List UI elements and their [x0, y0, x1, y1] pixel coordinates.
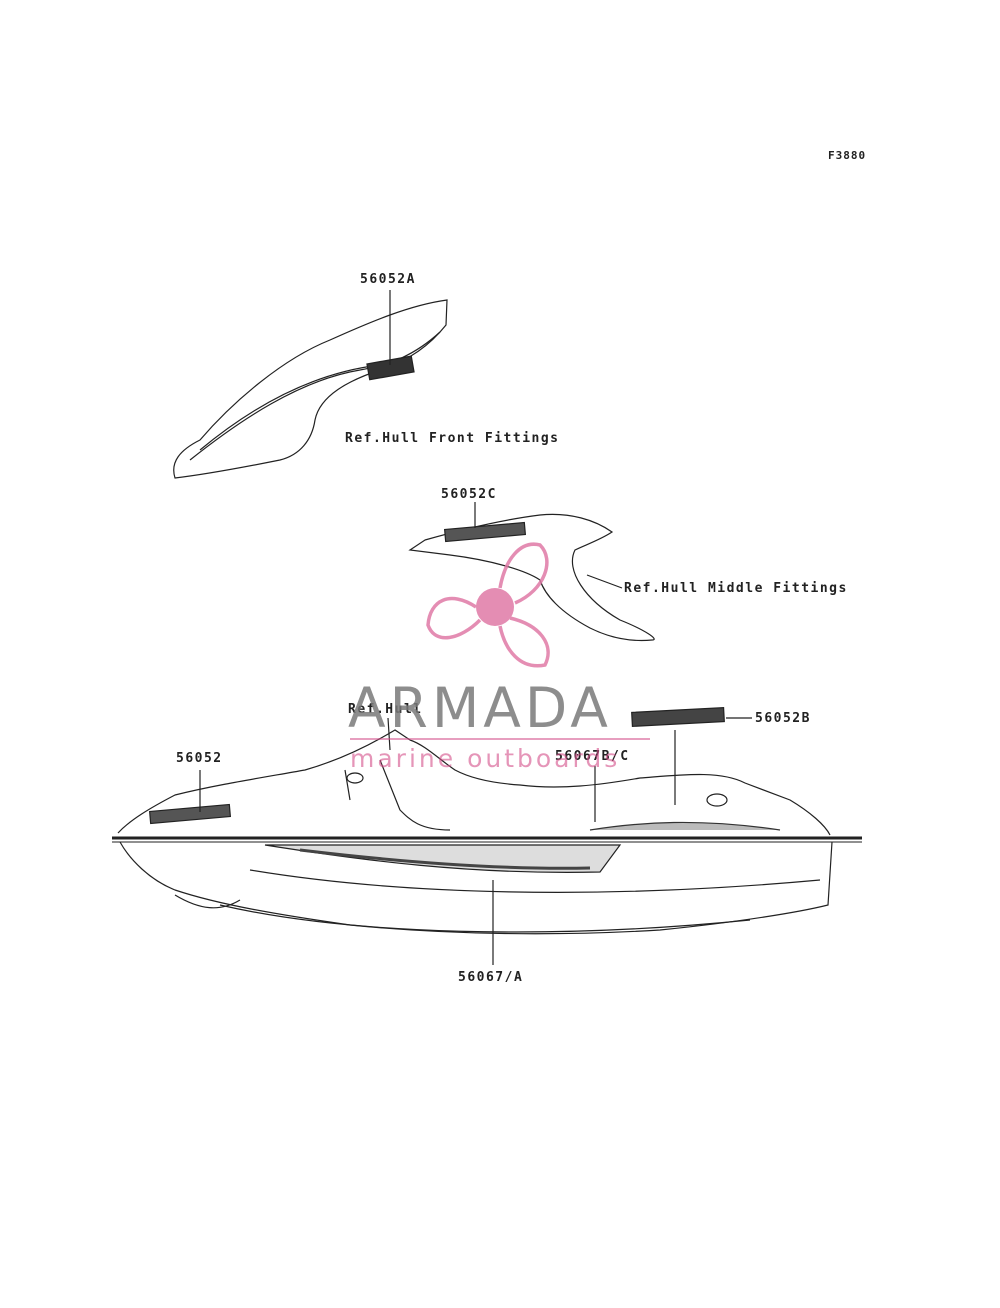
- watermark-rule: [350, 738, 650, 740]
- label-ref-hull-middle: Ref.Hull Middle Fittings: [624, 581, 848, 596]
- front-fitting-panel: [173, 299, 448, 479]
- label-56052b: 56052B: [755, 711, 811, 726]
- label-56052c: 56052C: [441, 487, 497, 502]
- label-ref-hull-front: Ref.Hull Front Fittings: [345, 431, 560, 446]
- middle-fitting-panel: [408, 513, 655, 642]
- label-ref-hull: Ref.Hull: [348, 702, 423, 717]
- label-56052a: 56052A: [360, 272, 416, 287]
- hull-body: [112, 729, 862, 935]
- leader-lines: [199, 290, 752, 965]
- watermark-propeller-icon: [426, 542, 550, 668]
- watermark-brand: ARMADA: [348, 676, 612, 740]
- label-56067a: 56067/A: [458, 970, 524, 985]
- watermark-tagline: marine outboards: [350, 744, 621, 773]
- figure-code: F3880: [828, 149, 867, 162]
- label-56052: 56052: [176, 751, 223, 766]
- label-56067bc: 56067B/C: [555, 749, 630, 764]
